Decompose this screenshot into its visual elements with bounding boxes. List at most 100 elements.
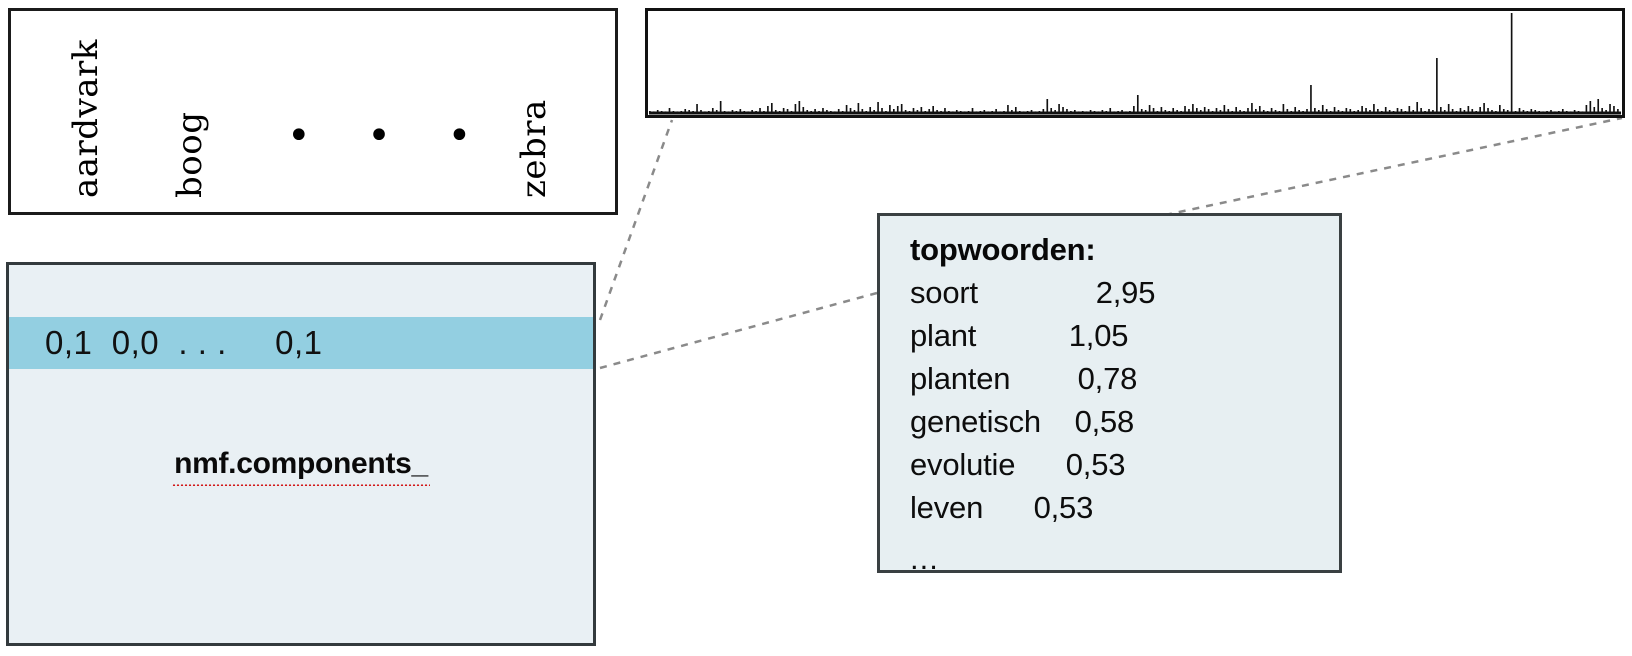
topwords-row: leven 0,53 bbox=[910, 486, 1339, 529]
plot-bar bbox=[1459, 108, 1462, 113]
topwords-word: planten bbox=[910, 361, 1078, 396]
highlighted-component-row[interactable]: 0,1 0,0 . . . 0,1 bbox=[9, 317, 593, 369]
plot-bar bbox=[798, 101, 801, 113]
plot-bar bbox=[837, 109, 840, 113]
connector-topwords-to-plot bbox=[1164, 116, 1623, 217]
plot-bar bbox=[1400, 109, 1403, 113]
plot-bar bbox=[1345, 108, 1348, 113]
vocabulary-box: aardvark boog zebra • • • bbox=[8, 8, 618, 215]
plot-bar bbox=[814, 109, 816, 113]
plot-bar bbox=[1062, 107, 1064, 113]
topwords-value: 0,53 bbox=[1033, 490, 1094, 525]
plot-bar bbox=[759, 108, 761, 113]
plot-bar bbox=[1416, 102, 1419, 113]
plot-bar bbox=[1235, 107, 1237, 113]
nmf-components-matrix-box: 0,1 0,0 . . . 0,1 nmf.components_ bbox=[6, 262, 596, 646]
plot-bar bbox=[944, 108, 946, 113]
plot-bar bbox=[1058, 104, 1060, 113]
topwords-value: 0,53 bbox=[1065, 447, 1126, 482]
plot-bar bbox=[684, 109, 687, 113]
plot-bar bbox=[1617, 109, 1619, 113]
plot-bar bbox=[1585, 105, 1588, 113]
plot-bar bbox=[1270, 108, 1273, 113]
topwords-word: plant bbox=[910, 318, 1069, 353]
plot-bar bbox=[1136, 95, 1139, 113]
plot-bar bbox=[1613, 106, 1615, 113]
topwords-word: soort bbox=[910, 275, 1096, 310]
plot-bar bbox=[668, 108, 671, 113]
plot-bar bbox=[1207, 109, 1210, 113]
plot-bar bbox=[845, 105, 848, 113]
plot-bar bbox=[857, 103, 860, 113]
plot-bar bbox=[861, 109, 864, 113]
plot-bar bbox=[889, 105, 891, 113]
plot-bar bbox=[1483, 103, 1485, 113]
component-row-values: 0,1 0,0 . . . 0,1 bbox=[45, 324, 323, 361]
plot-bar bbox=[1333, 107, 1336, 113]
plot-bar bbox=[1258, 106, 1261, 113]
plot-bar bbox=[1109, 108, 1112, 113]
plot-bar bbox=[1066, 109, 1068, 113]
topwords-value: 0,78 bbox=[1077, 361, 1138, 396]
plot-bar bbox=[1192, 104, 1194, 113]
topwords-value: 2,95 bbox=[1095, 275, 1156, 310]
plot-bar bbox=[1601, 108, 1603, 113]
plot-bar bbox=[1408, 106, 1411, 113]
plot-bar bbox=[971, 108, 974, 113]
plot-bar bbox=[1014, 107, 1017, 113]
plot-bar bbox=[896, 106, 899, 113]
plot-bar bbox=[1184, 106, 1186, 113]
plot-bar bbox=[1310, 85, 1312, 113]
plot-bar bbox=[770, 103, 773, 113]
plot-bar bbox=[1203, 107, 1206, 113]
plot-bar bbox=[1510, 13, 1513, 113]
topwords-ellipsis: ... bbox=[910, 541, 939, 576]
plot-bar bbox=[739, 109, 742, 113]
topwords-row: genetisch 0,58 bbox=[910, 400, 1339, 443]
plot-bar bbox=[900, 104, 903, 113]
topwords-value: 1,05 bbox=[1068, 318, 1129, 353]
plot-bar bbox=[782, 108, 785, 113]
plot-bar bbox=[794, 104, 797, 113]
plot-bar bbox=[1377, 109, 1379, 113]
plot-bar bbox=[1561, 109, 1564, 113]
matrix-caption: nmf.components_ bbox=[9, 447, 593, 486]
topwords-word: leven bbox=[910, 490, 1034, 525]
topwords-value: 0,58 bbox=[1074, 404, 1135, 439]
plot-bar bbox=[1172, 108, 1175, 113]
plot-bar bbox=[1140, 109, 1143, 113]
vocab-word-boog: boog bbox=[170, 111, 210, 198]
plot-bar bbox=[1439, 107, 1442, 113]
plot-bar bbox=[1589, 101, 1592, 113]
plot-bar bbox=[1282, 104, 1285, 113]
plot-bar bbox=[1479, 107, 1481, 113]
plot-bar bbox=[1314, 108, 1316, 113]
spellcheck-underline bbox=[172, 483, 430, 486]
plot-bar bbox=[1007, 105, 1009, 113]
plot-bar bbox=[932, 106, 934, 113]
topwords-row: soort 2,95 bbox=[910, 271, 1339, 314]
plot-bar bbox=[1361, 106, 1363, 113]
plot-bar bbox=[1227, 109, 1230, 113]
spike-plot bbox=[645, 8, 1625, 118]
plot-bar bbox=[1447, 104, 1450, 113]
plot-bar bbox=[881, 108, 883, 113]
plot-bar bbox=[1530, 109, 1533, 113]
matrix-caption-label: nmf.components_ bbox=[174, 447, 428, 480]
plot-baseline bbox=[649, 111, 1621, 115]
plot-bar bbox=[1306, 109, 1308, 113]
plot-bar bbox=[1518, 108, 1521, 113]
plot-bar bbox=[1471, 109, 1474, 113]
plot-bar bbox=[1215, 108, 1218, 113]
plot-bar bbox=[1133, 106, 1135, 113]
plot-bar bbox=[1247, 108, 1249, 113]
topwords-word: genetisch bbox=[910, 404, 1075, 439]
topwords-row: evolutie 0,53 bbox=[910, 443, 1339, 486]
plot-bar bbox=[1286, 109, 1289, 113]
matrix-caption-text: nmf.components_ bbox=[172, 447, 430, 486]
plot-bar bbox=[1436, 58, 1438, 113]
plot-bar bbox=[1042, 109, 1045, 113]
plot-bar bbox=[892, 109, 895, 113]
